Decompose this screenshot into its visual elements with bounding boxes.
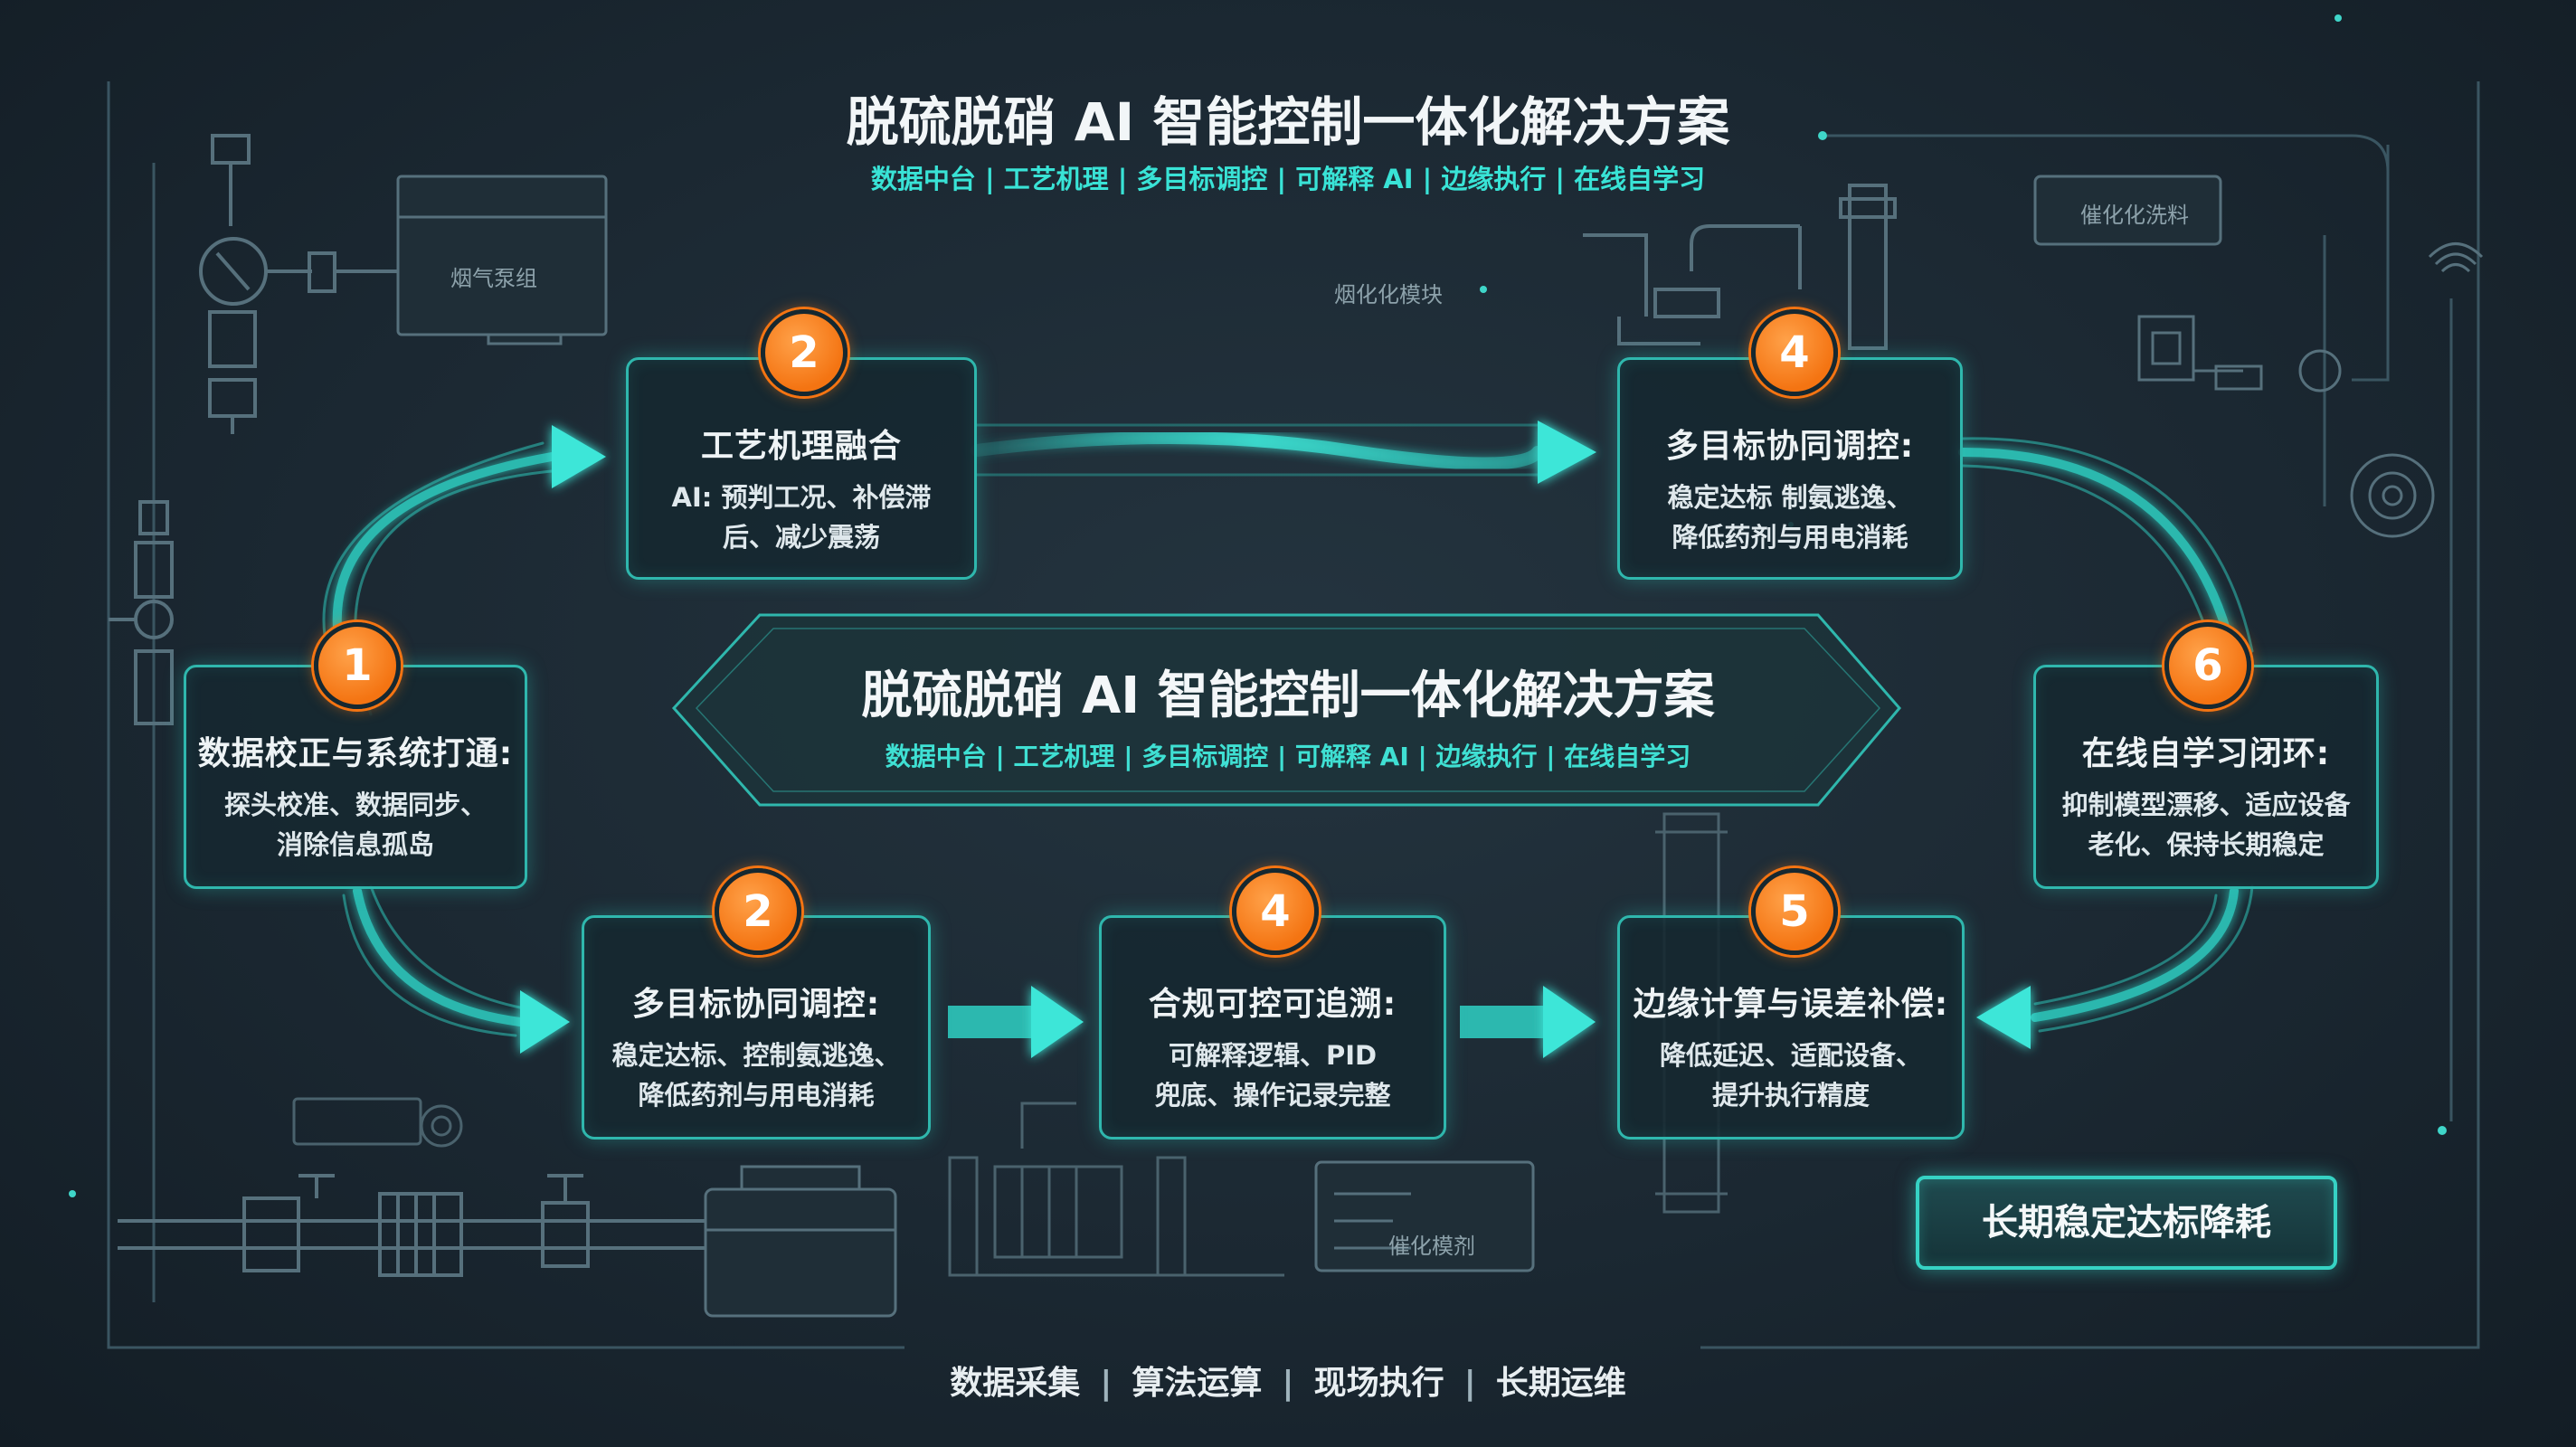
step-title: 工艺机理融合 [700,428,902,465]
step-title: 合规可控可追溯: [1148,986,1397,1023]
center-banner-shape [671,613,1901,807]
left-control-graphic [292,1097,463,1148]
arrow-to-step2 [552,425,606,488]
step-desc: 稳定达标、控制氨逃逸、降低药剂与用电消耗 [611,1040,901,1111]
footer-separator: | [1282,1365,1294,1402]
footer-stage: 数据采集 [950,1365,1081,1402]
step-badge-5: 5 [1751,868,1838,955]
step-title: 多目标协同调控: [1665,428,1915,465]
catalyst-box-bottom [1314,1160,1535,1272]
chimney-graphic [1583,184,1897,350]
catalyst-box-top [2033,175,2222,246]
bottom-pipeline-graphic [118,1174,724,1277]
step-title: 多目标协同调控: [631,986,881,1023]
step-badge-4-bottom: 4 [1232,868,1319,955]
step-badge-1: 1 [314,622,401,709]
step-badge-2-bottom: 2 [715,868,801,955]
arrow-from-step6 [1976,986,2031,1049]
pump-valve-graphic [199,134,398,434]
step-desc: 抑制模型漂移、适应设备老化、保持长期稳定 [2061,790,2351,860]
footer-stage: 算法运算 [1132,1365,1263,1402]
bottom-tank-graphic [704,1165,897,1318]
step-badge-2: 2 [761,309,848,396]
step-desc: 探头校准、数据同步、消除信息孤岛 [223,790,487,860]
center-subtitle: 数据中台 | 工艺机理 | 多目标调控 | 可解释 AI | 边缘执行 | 在线… [885,742,1691,771]
footer-stages: 数据采集 | 算法运算 | 现场执行 | 长期运维 [0,1357,2576,1404]
step-badge-4: 4 [1751,309,1838,396]
catalyst-bottom-label: 催化模剂 [1388,1234,1475,1259]
page-subtitle: 数据中台 | 工艺机理 | 多目标调控 | 可解释 AI | 边缘执行 | 在线… [870,164,1706,194]
fan-unit-box [396,175,608,345]
step-badge-6: 6 [2164,622,2251,709]
fan-unit-label: 烟气泵组 [450,266,537,291]
page-title: 脱硫脱硝 AI 智能控制一体化解决方案 [846,91,1730,153]
bottom-flow-arrows [948,986,1596,1058]
step-title: 在线自学习闭环: [2081,735,2331,772]
sensor-graphic [2137,242,2484,538]
flow-arrowheads [520,421,2031,1054]
circuit-frame [107,81,2480,1349]
catalyst-top-label: 催化化洗料 [2080,203,2189,228]
footer-stage: 现场执行 [1313,1365,1444,1402]
footer-separator: | [1463,1365,1476,1402]
step-desc: AI: 预判工况、补偿滞后、减少震荡 [671,482,932,553]
catalyst-module-label: 烟化化模块 [1334,282,1443,307]
step-title: 边缘计算与误差补偿: [1633,986,1949,1023]
footer-separator: | [1100,1365,1113,1402]
center-title: 脱硫脱硝 AI 智能控制一体化解决方案 [861,667,1715,725]
step-title: 数据校正与系统打通: [197,735,514,772]
reactor-graphic [948,1102,1284,1277]
side-valve-graphic [109,500,174,725]
footer-stage: 长期运维 [1495,1365,1626,1402]
arrow-to-step2-bottom [520,990,570,1054]
step-desc: 降低延迟、适配设备、提升执行精度 [1659,1040,1922,1111]
result-banner: 长期稳定达标降耗 [1916,1176,2337,1270]
arrow-to-step4-top [1538,421,1596,484]
step-desc: 稳定达标 制氨逃逸、降低药剂与用电消耗 [1667,482,1913,553]
step-card-multi-objective-bottom: 多目标协同调控: 稳定达标、控制氨逃逸、降低药剂与用电消耗 [582,915,931,1140]
